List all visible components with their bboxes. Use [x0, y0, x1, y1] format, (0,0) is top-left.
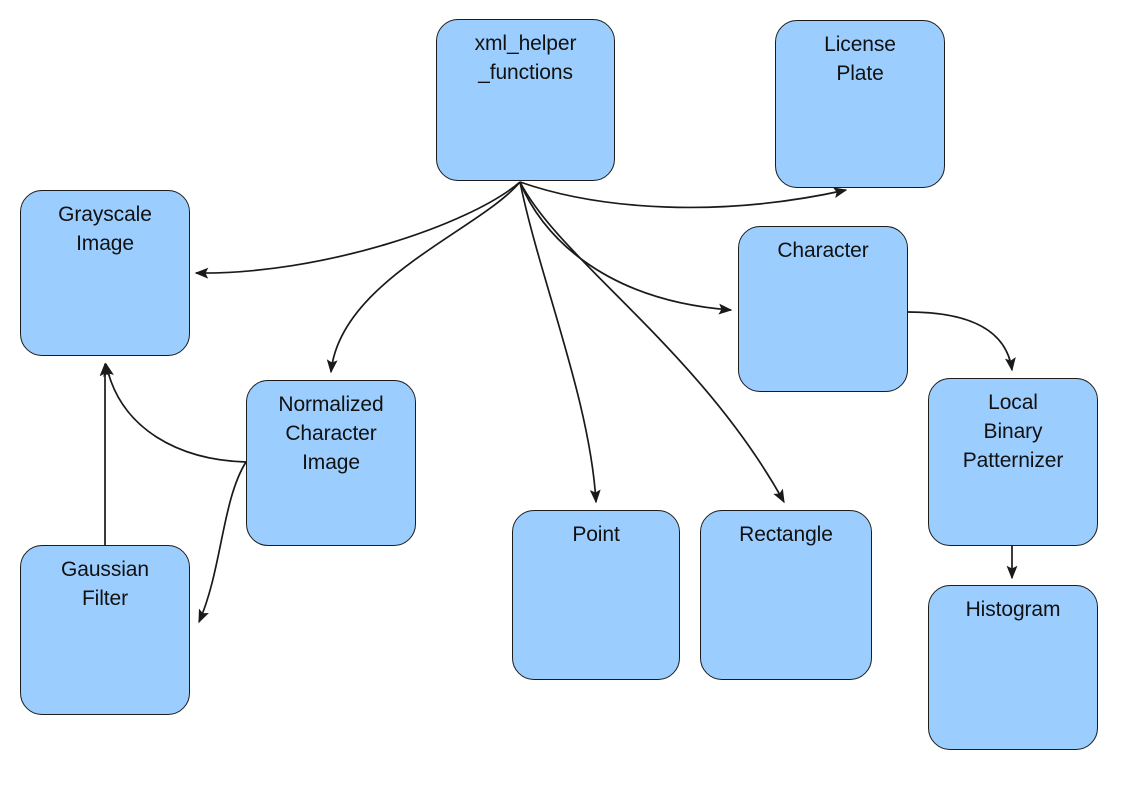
node-point[interactable]: Point: [512, 510, 680, 680]
node-grayscale_image[interactable]: Grayscale Image: [20, 190, 190, 356]
node-label-normalized_character_image: Normalized Character Image: [278, 393, 384, 474]
node-label-license_plate: License Plate: [824, 33, 896, 85]
node-license_plate[interactable]: License Plate: [775, 20, 945, 188]
edge-xml-to-normalized: [326, 181, 521, 374]
edge-normalized-to-gaussian: [198, 461, 247, 624]
node-label-histogram: Histogram: [965, 598, 1061, 621]
node-histogram[interactable]: Histogram: [928, 585, 1098, 750]
node-rectangle[interactable]: Rectangle: [700, 510, 872, 680]
node-label-gaussian_filter: Gaussian Filter: [61, 558, 149, 610]
node-label-local_binary_patternizer: Local Binary Patternizer: [962, 391, 1064, 472]
edge-xml-to-character: [519, 181, 733, 315]
node-local_binary_patternizer[interactable]: Local Binary Patternizer: [928, 378, 1098, 546]
node-normalized_character_image[interactable]: Normalized Character Image: [246, 380, 416, 546]
node-label-xml_helper_functions: xml_helper _functions: [474, 32, 577, 84]
node-character[interactable]: Character: [738, 226, 908, 392]
edge-normalized-to-grayscale: [103, 362, 247, 463]
node-label-point: Point: [572, 523, 620, 546]
node-xml_helper_functions[interactable]: xml_helper _functions: [436, 19, 615, 181]
edge-xml-to-point: [519, 181, 601, 504]
node-label-rectangle: Rectangle: [739, 523, 833, 546]
node-label-grayscale_image: Grayscale Image: [58, 203, 152, 255]
node-gaussian_filter[interactable]: Gaussian Filter: [20, 545, 190, 715]
edge-character-to-lbp: [907, 311, 1016, 372]
edge-xml-to-grayscale: [194, 181, 521, 279]
node-label-character: Character: [777, 239, 869, 262]
